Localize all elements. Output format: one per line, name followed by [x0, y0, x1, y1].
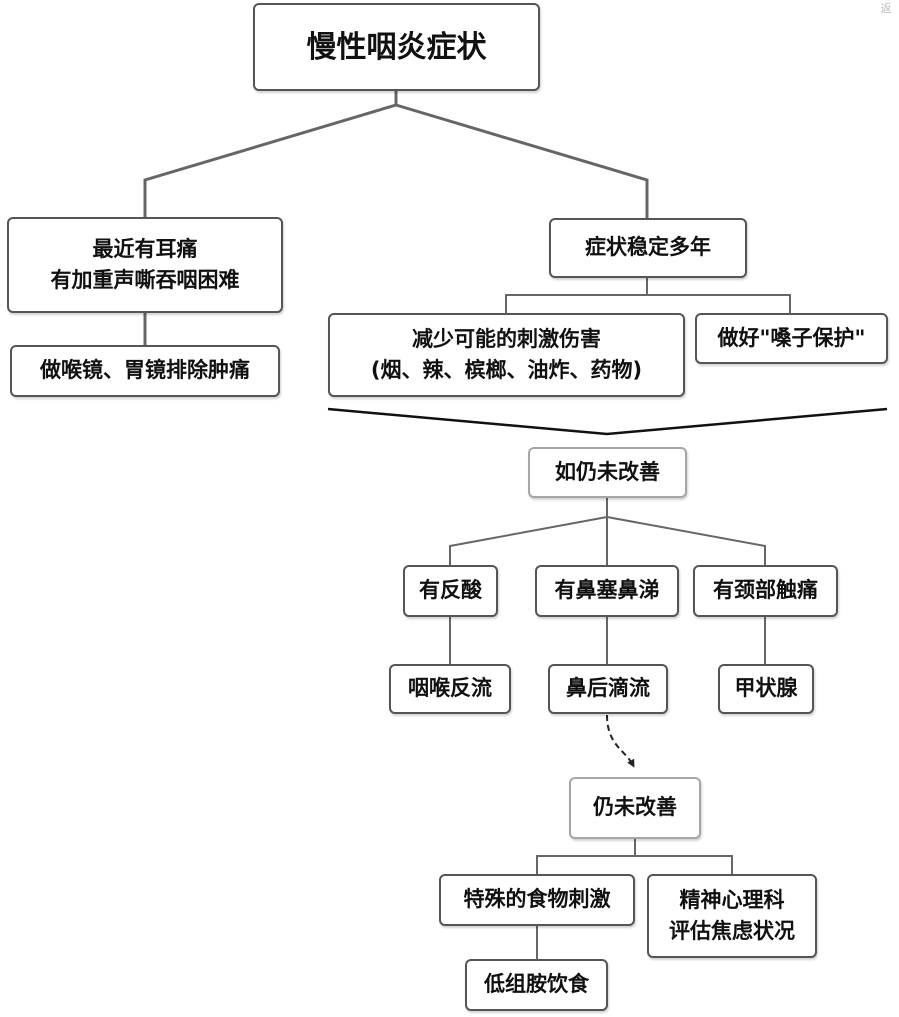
reduce-irritation-line-2: (烟、辣、槟榔、油炸、药物) — [370, 358, 643, 382]
symptom-neck-label: 有颈部触痛 — [713, 578, 818, 603]
low-histamine-diet-label: 低组胺饮食 — [484, 972, 589, 997]
symptom-nasal-label: 有鼻塞鼻涕 — [554, 578, 660, 603]
symptom-acid-node: 有反酸 — [403, 565, 498, 617]
symptom-acid-label: 有反酸 — [419, 578, 482, 603]
connector-right — [647, 294, 791, 315]
stable-condition-node: 症状稳定多年 — [549, 218, 747, 278]
left-action-label: 做喉镜、胃镜排除肿痛 — [40, 358, 250, 383]
still-not-improved-label: 仍未改善 — [593, 795, 677, 820]
connector-root — [395, 103, 649, 220]
cause-thyroid-node: 甲状腺 — [718, 664, 814, 714]
psych-evaluation-node: 精神心理科 评估焦虑状况 — [647, 874, 817, 958]
throat-protection-label: 做好"嗓子保护" — [717, 325, 866, 350]
cause-thyroid-label: 甲状腺 — [734, 676, 798, 701]
connector-right — [505, 278, 648, 315]
left-condition-node: 最近有耳痛 有加重声嘶吞咽困难 — [7, 217, 283, 313]
symptom-nasal-node: 有鼻塞鼻涕 — [535, 565, 679, 617]
psych-evaluation-line-2: 评估焦虑状况 — [669, 919, 795, 943]
root-node: 慢性咽炎症状 — [253, 3, 540, 91]
symptom-neck-node: 有颈部触痛 — [693, 565, 838, 617]
reduce-irritation-node: 减少可能的刺激伤害 (烟、辣、槟榔、油炸、药物) — [328, 313, 685, 397]
if-not-improved-label: 如仍未改善 — [555, 459, 660, 484]
left-condition-line-2: 有加重声嘶吞咽困难 — [50, 268, 240, 292]
dashed-arrow — [606, 714, 635, 768]
food-irritation-label: 特殊的食物刺激 — [463, 887, 611, 912]
stable-condition-label: 症状稳定多年 — [585, 235, 711, 260]
still-not-improved-node: 仍未改善 — [569, 777, 701, 839]
cause-postnasal-label: 鼻后滴流 — [566, 676, 650, 701]
if-not-improved-node: 如仍未改善 — [528, 447, 687, 498]
connector-mid — [606, 516, 766, 565]
cause-postnasal-node: 鼻后滴流 — [548, 664, 668, 714]
throat-protection-node: 做好"嗓子保护" — [695, 313, 888, 364]
psych-evaluation-line-1: 精神心理科 — [679, 887, 785, 912]
cause-reflux-node: 咽喉反流 — [389, 664, 511, 714]
connector-root — [143, 90, 398, 220]
left-action-node: 做喉镜、胃镜排除肿痛 — [10, 345, 280, 397]
food-irritation-node: 特殊的食物刺激 — [439, 874, 635, 926]
cause-reflux-label: 咽喉反流 — [408, 676, 492, 701]
funnel-lines — [327, 407, 888, 436]
low-histamine-diet-node: 低组胺饮食 — [465, 959, 608, 1011]
connector-mid — [449, 516, 608, 565]
corner-mark: 返 — [880, 2, 892, 15]
reduce-irritation-line-1: 减少可能的刺激伤害 — [412, 326, 601, 351]
left-condition-line-1: 最近有耳痛 — [92, 236, 198, 261]
root-label: 慢性咽炎症状 — [306, 29, 487, 65]
connector-final — [635, 855, 733, 875]
connector-final — [536, 838, 636, 875]
